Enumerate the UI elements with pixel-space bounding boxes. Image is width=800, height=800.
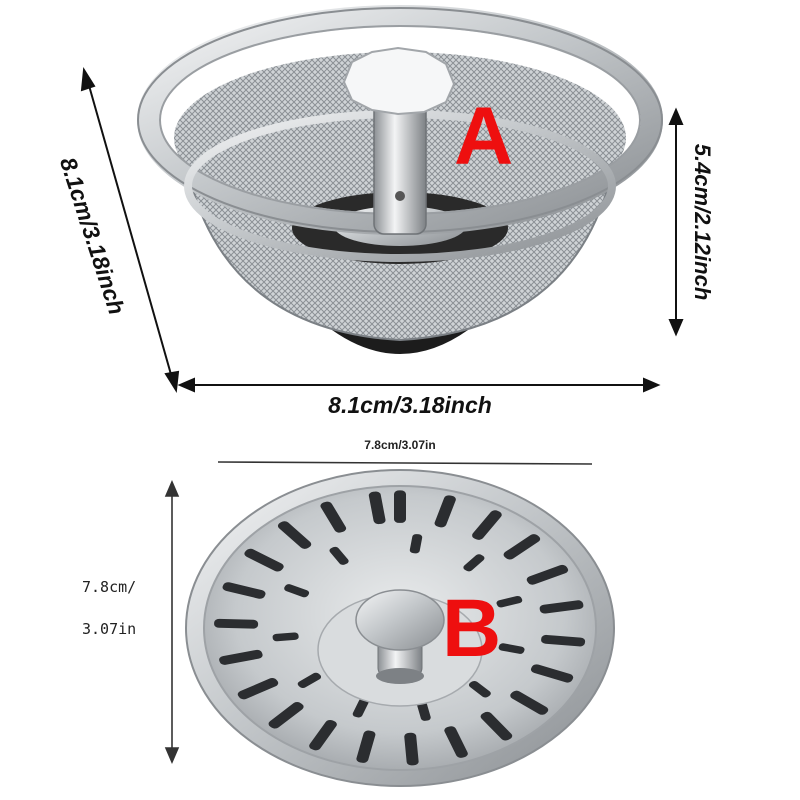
strainer-slots [214, 490, 586, 766]
dimension-b-height-line2: 3.07in [82, 620, 137, 638]
dimension-b-height-line1: 7.8cm/ [82, 578, 137, 596]
dimension-a-width: 8.1cm/3.18inch [328, 392, 492, 418]
variant-label-b: B [442, 583, 502, 674]
slotted-sink-strainer [185, 469, 615, 787]
variant-label-a: A [454, 91, 514, 182]
mesh-strainer-basket [137, 5, 663, 354]
dimension-arrows-b [164, 461, 593, 765]
dimension-arrows-a [80, 66, 684, 393]
dimension-a-height: 5.4cm/2.12inch [690, 143, 715, 301]
dimension-b-width: 7.8cm/3.07in [364, 438, 436, 452]
dimension-b-height: 7.8cm/ 3.07in [82, 566, 164, 650]
